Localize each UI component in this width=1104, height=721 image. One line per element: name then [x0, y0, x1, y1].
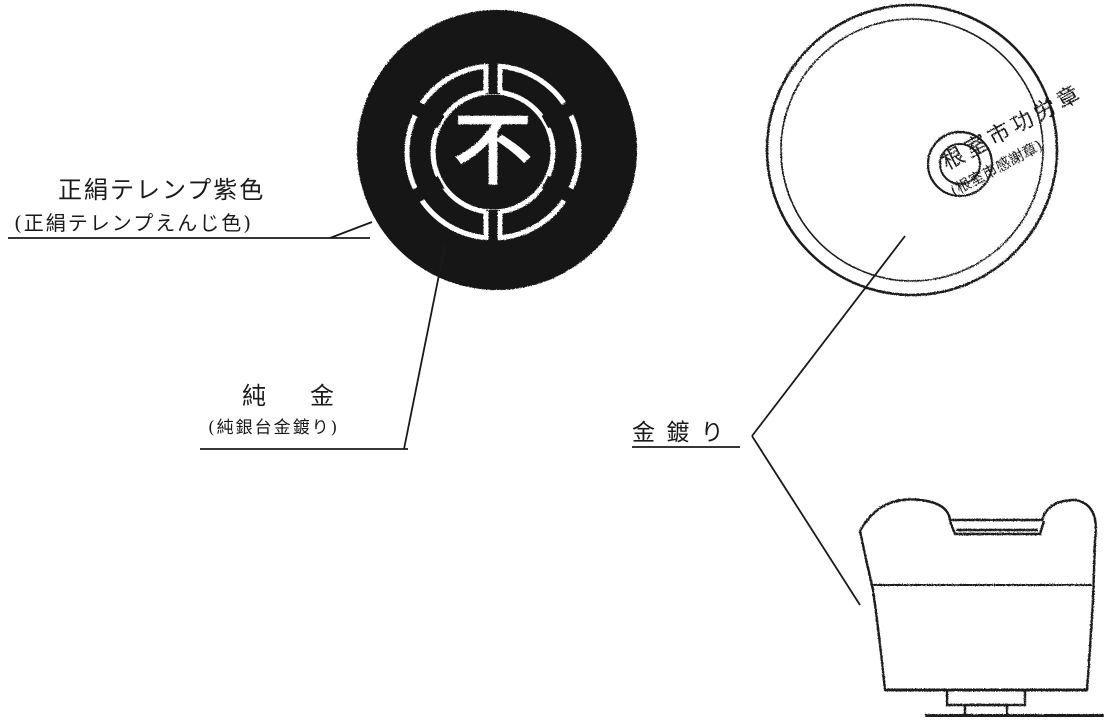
emblem-spoke-outlines	[483, 64, 503, 240]
medal-center-inner	[939, 143, 981, 185]
label-plating: 金 鍍 り	[632, 420, 726, 446]
clasp-top-groove	[948, 520, 1046, 536]
gold-medal: 根室市功労章 (根室市感謝章)	[765, 3, 1088, 297]
emblem-spokes	[410, 62, 576, 242]
leader-lines	[8, 221, 906, 606]
emblem-glyph: 不	[454, 105, 532, 196]
dark-badge-disc	[357, 10, 637, 290]
medal-center-outer	[926, 130, 994, 198]
medal-outer-ring	[765, 3, 1059, 297]
label-metal-sub: (純銀台金鍍り)	[208, 418, 340, 438]
label-silk-sub: (正絹テレンプえんじ色)	[14, 211, 254, 235]
leader-metal	[403, 244, 446, 450]
medal-inner-ring	[780, 18, 1044, 282]
dark-badge: 不	[357, 10, 637, 290]
label-silk-main: 正絹テレンプ紫色	[58, 176, 266, 204]
label-metal-main: 純 金	[242, 382, 344, 410]
leader-plating-clasp	[751, 435, 861, 606]
leader-silk	[329, 221, 373, 239]
clasp-side-view	[858, 498, 1104, 719]
clasp-stem-upper	[945, 688, 1027, 707]
clasp-body-outline	[858, 498, 1097, 692]
leader-plating-medal	[751, 235, 906, 437]
